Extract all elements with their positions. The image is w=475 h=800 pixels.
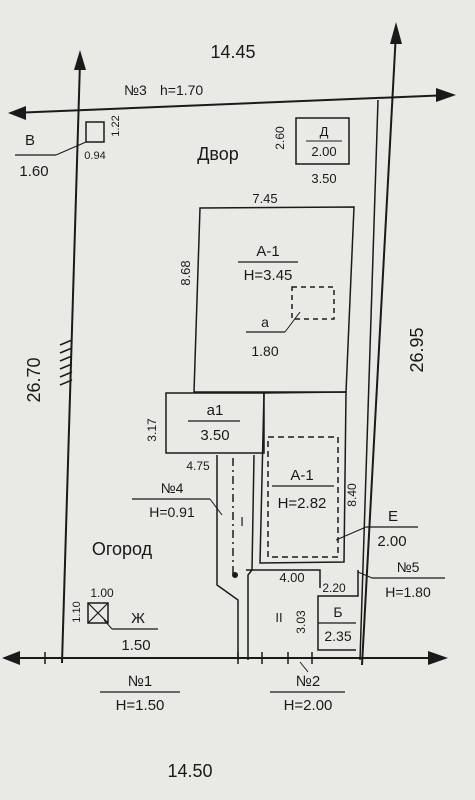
fence-no1-height: H=1.50	[116, 697, 165, 714]
fence-no4-height: H=0.91	[149, 504, 195, 520]
building-b-name: Б	[333, 604, 342, 620]
house-a1-rear-dim-bottom: 4.00	[279, 570, 304, 585]
house-a1-rear-height: H=2.82	[278, 495, 327, 512]
building-zh-dim-side: 1.10	[71, 601, 83, 622]
house-a1-rear-name: А-1	[290, 467, 313, 484]
plot-boundary	[4, 31, 451, 666]
house-a1-rear-dim-side: 8.40	[345, 483, 359, 507]
extension-a1-value: 3.50	[200, 427, 229, 444]
extension-a1-name: а1	[207, 402, 224, 419]
building-zh-outline	[87, 602, 109, 624]
zone-ii-label: II	[275, 610, 282, 625]
arrow-up-right	[390, 22, 402, 44]
fence-no5-label: №5 H=1.80	[357, 559, 445, 600]
top-fence-line	[11, 94, 451, 114]
fence-no4-label: №4 H=0.91	[132, 480, 223, 520]
left-hatching	[59, 339, 73, 386]
house-a1-name: А-1	[256, 243, 279, 260]
passage-i	[216, 454, 321, 660]
fence-no3-name: №3	[124, 82, 147, 98]
house-a1-rear-outline	[259, 391, 347, 564]
garden-label: Огород	[92, 539, 153, 559]
right-length-label: 26.95	[407, 327, 427, 372]
building-d-outline	[295, 117, 350, 165]
building-d-dim-b: 2.60	[273, 126, 287, 150]
extension-a1: а1 3.50 3.17 4.75	[145, 392, 265, 473]
arrow-up-left	[74, 50, 86, 70]
left-boundary-line	[61, 61, 81, 664]
top-width-label: 14.45	[210, 42, 255, 62]
building-d: Д 2.00 2.60 3.50	[273, 117, 350, 186]
building-v-dim-b: 0.94	[84, 150, 105, 162]
passage-corner-line	[246, 569, 321, 588]
fence-no5-height: H=1.80	[385, 584, 431, 600]
house-a1-dim-side: 8.68	[178, 260, 193, 285]
house-a1-height: H=3.45	[244, 267, 293, 284]
fence-no3-label: №3 h=1.70	[124, 82, 203, 98]
passage-right-line	[247, 454, 255, 660]
house-a1-dim-top: 7.45	[252, 191, 277, 206]
passage-left-line	[216, 455, 239, 660]
fence-no5-name: №5	[397, 559, 420, 575]
house-a1-outline	[193, 206, 355, 393]
building-zh: 1.00 1.10 Ж 1.50	[71, 586, 158, 654]
building-v-name: В	[25, 132, 35, 149]
fence-no2-name: №2	[296, 673, 320, 690]
bottom-width-label: 14.50	[167, 761, 212, 781]
building-v-outline	[85, 121, 105, 143]
left-length-label: 26.70	[24, 357, 44, 402]
house-a1-rear: А-1 H=2.82 8.40 4.00	[259, 391, 359, 585]
house-a1-rear-dashed	[267, 436, 339, 558]
zone-i-label: I	[240, 514, 244, 529]
building-e-value: 2.00	[377, 533, 406, 550]
fence-no1-name: №1	[128, 673, 152, 690]
building-v-dim-a: 1.60	[19, 163, 48, 180]
fence-no3-height: h=1.70	[160, 82, 203, 98]
passage-point	[232, 572, 238, 578]
house-a1-main: 7.45 8.68 А-1 H=3.45 а 1.80	[178, 191, 355, 393]
extension-a1-dim-bottom: 4.75	[186, 459, 210, 473]
building-v-dim-c: 1.22	[110, 115, 122, 136]
right-boundary-line	[361, 31, 397, 666]
building-e: Е 2.00	[335, 508, 418, 550]
arrow-left-bottom	[2, 651, 20, 665]
building-d-dim-c: 3.50	[311, 171, 336, 186]
right-inner-line	[359, 99, 379, 661]
building-d-name: Д	[320, 124, 329, 139]
building-d-dim-a: 2.00	[311, 144, 336, 159]
arrow-right-bottom	[428, 651, 448, 665]
arrow-right-top	[436, 88, 456, 102]
building-b-dim-top: 2.20	[322, 581, 346, 595]
extension-a-outline	[291, 286, 335, 320]
building-b-value: 2.35	[324, 628, 351, 644]
fence-no1-label: №1 H=1.50	[100, 673, 180, 714]
building-b-dim-side: 3.03	[294, 610, 308, 634]
fence-no2-label: №2 H=2.00	[270, 661, 345, 714]
extension-a-value: 1.80	[251, 343, 278, 359]
building-zh-dim-top: 1.00	[90, 586, 114, 600]
building-b-outline	[317, 570, 359, 651]
extension-a1-dim-side: 3.17	[145, 418, 159, 442]
arrow-left-top	[8, 106, 26, 120]
building-zh-name: Ж	[131, 610, 145, 627]
building-v: В 1.60 0.94 1.22	[15, 115, 122, 180]
fence-no4-name: №4	[161, 480, 184, 496]
building-e-name: Е	[388, 508, 398, 525]
building-zh-value: 1.50	[121, 637, 150, 654]
fence-no2-height: H=2.00	[284, 697, 333, 714]
yard-label: Двор	[197, 144, 239, 164]
extension-a-name: а	[261, 314, 269, 330]
building-b: 2.20 Б 2.35 3.03	[294, 570, 359, 651]
boundary-arrows	[2, 22, 456, 665]
